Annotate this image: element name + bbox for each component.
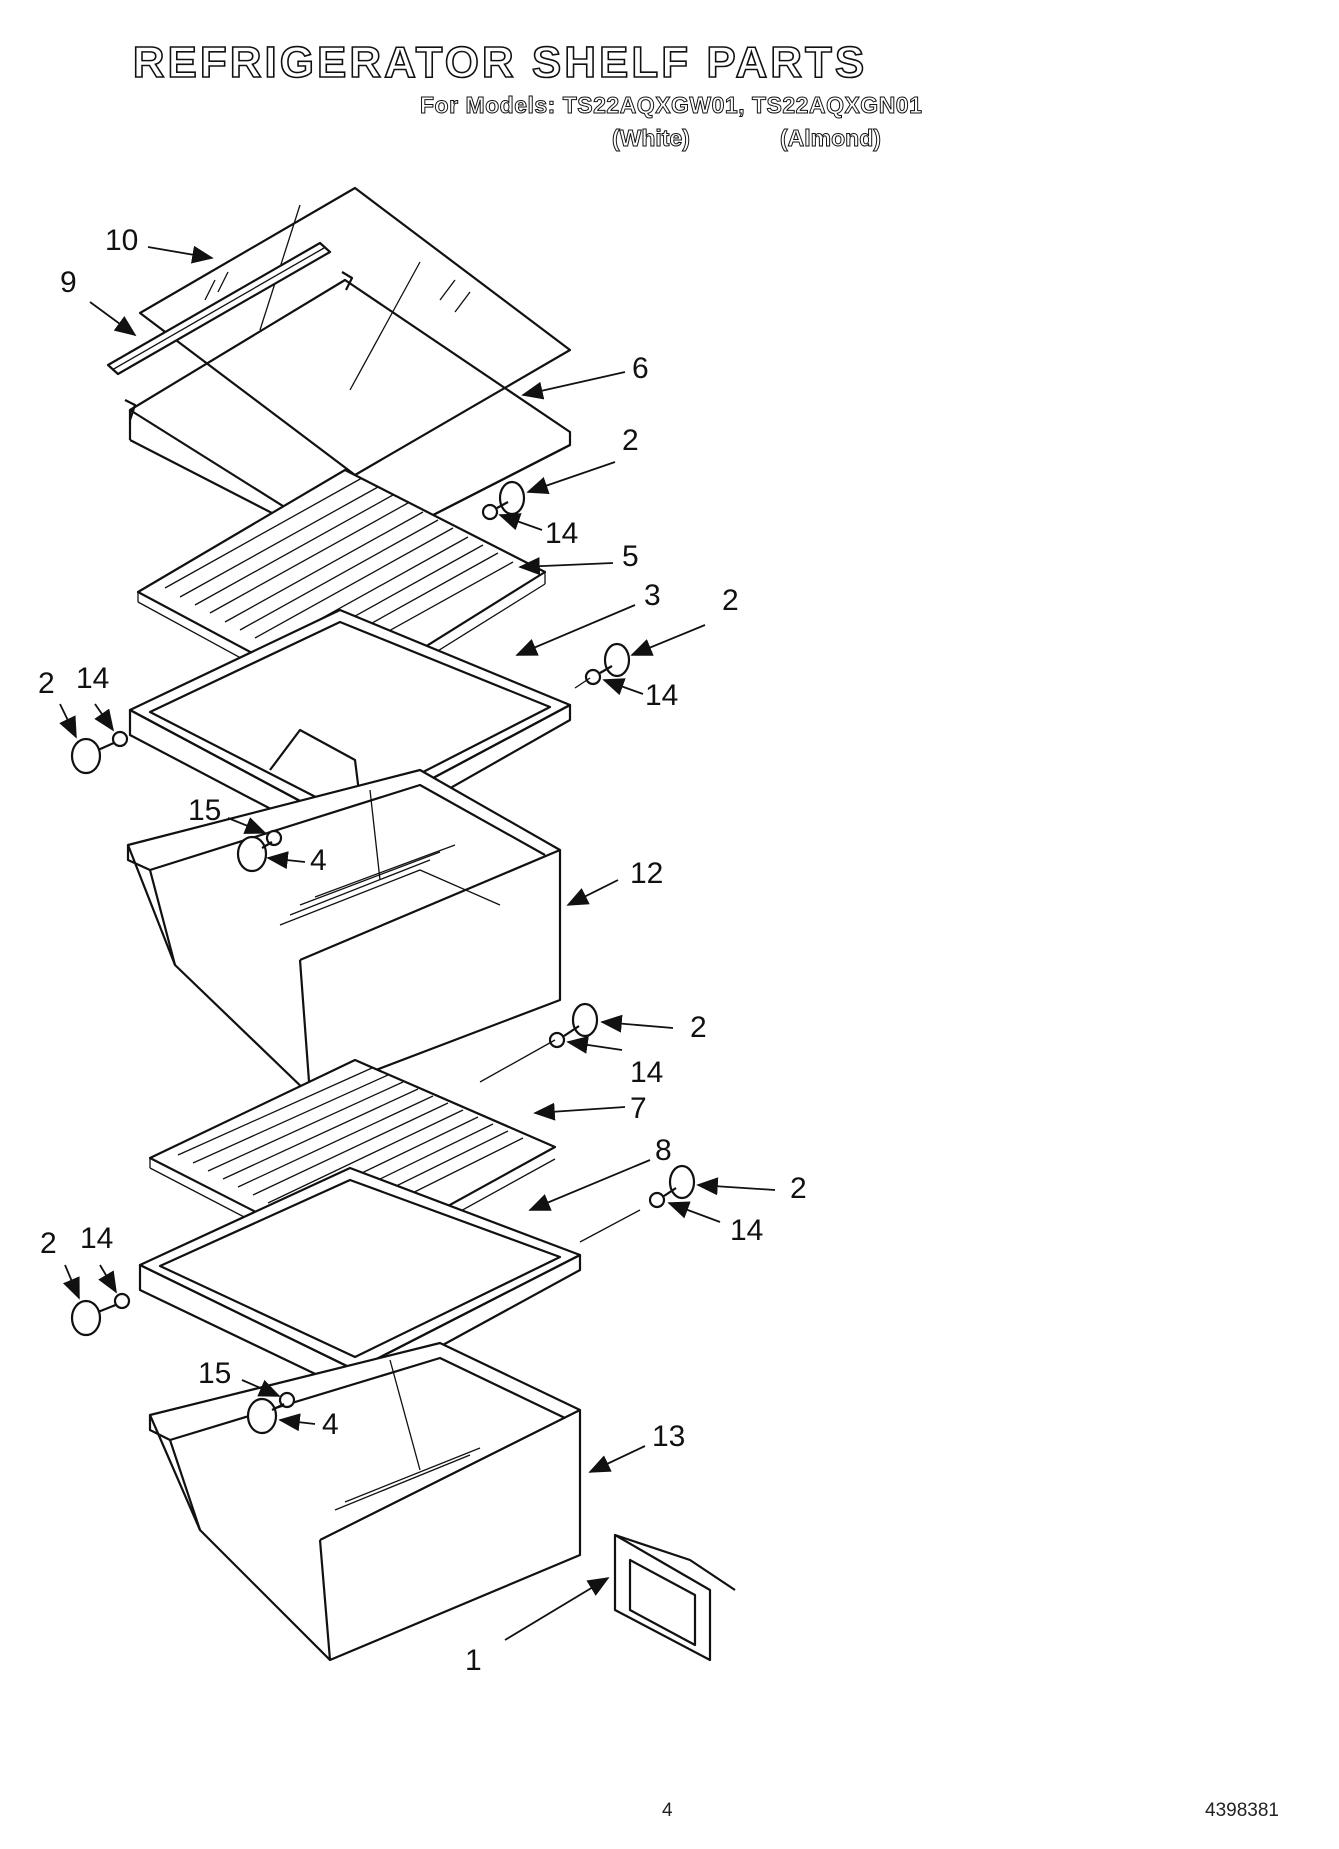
document-number: 4398381 xyxy=(1205,1800,1279,1821)
callout-15a: 15 xyxy=(188,794,221,827)
crisper-drawer-lower-part xyxy=(148,1341,582,1662)
callout-14a: 14 xyxy=(545,517,578,550)
callout-2d: 2 xyxy=(690,1011,707,1044)
callout-1: 1 xyxy=(465,1644,482,1677)
callout-8: 8 xyxy=(655,1134,672,1167)
glass-shelf-part xyxy=(138,186,572,477)
shelf-trim-part xyxy=(106,241,332,376)
callout-2b: 2 xyxy=(722,584,739,617)
callout-3: 3 xyxy=(644,579,661,612)
callout-4b: 4 xyxy=(322,1408,339,1441)
crisper-drawer-upper-part xyxy=(126,768,562,1097)
callout-2a: 2 xyxy=(622,424,639,457)
callout-5: 5 xyxy=(622,540,639,573)
callout-4a: 4 xyxy=(310,844,327,877)
page-title: REFRIGERATOR SHELF PARTS xyxy=(132,37,868,88)
hardware-parts xyxy=(70,480,696,1435)
callout-14b: 14 xyxy=(645,679,678,712)
callout-14c: 14 xyxy=(76,662,109,695)
callout-labels: 10 9 6 2 14 5 3 2 14 2 14 15 4 12 2 14 7… xyxy=(38,224,807,1677)
callout-9: 9 xyxy=(60,266,77,299)
callout-6: 6 xyxy=(632,352,649,385)
leader-lines xyxy=(59,245,776,1641)
callout-14d: 14 xyxy=(630,1056,663,1089)
callout-14e: 14 xyxy=(730,1214,763,1247)
callout-10: 10 xyxy=(105,224,138,257)
crisper-frame-lower-part xyxy=(138,1166,582,1395)
callout-2e: 2 xyxy=(790,1172,807,1205)
callout-15b: 15 xyxy=(198,1357,231,1390)
model-numbers: For Models: TS22AQXGW01, TS22AQXGN01 xyxy=(419,92,923,119)
variant-almond-label: (Almond) xyxy=(780,125,882,152)
drawer-label-part xyxy=(613,1533,736,1662)
callout-14f: 14 xyxy=(80,1222,113,1255)
callout-7: 7 xyxy=(630,1092,647,1125)
callout-2f: 2 xyxy=(40,1227,57,1260)
page-number: 4 xyxy=(662,1800,673,1821)
callout-12: 12 xyxy=(630,857,663,890)
variant-white-label: (White) xyxy=(612,125,691,152)
callout-2c: 2 xyxy=(38,667,55,700)
callout-13: 13 xyxy=(652,1420,685,1453)
